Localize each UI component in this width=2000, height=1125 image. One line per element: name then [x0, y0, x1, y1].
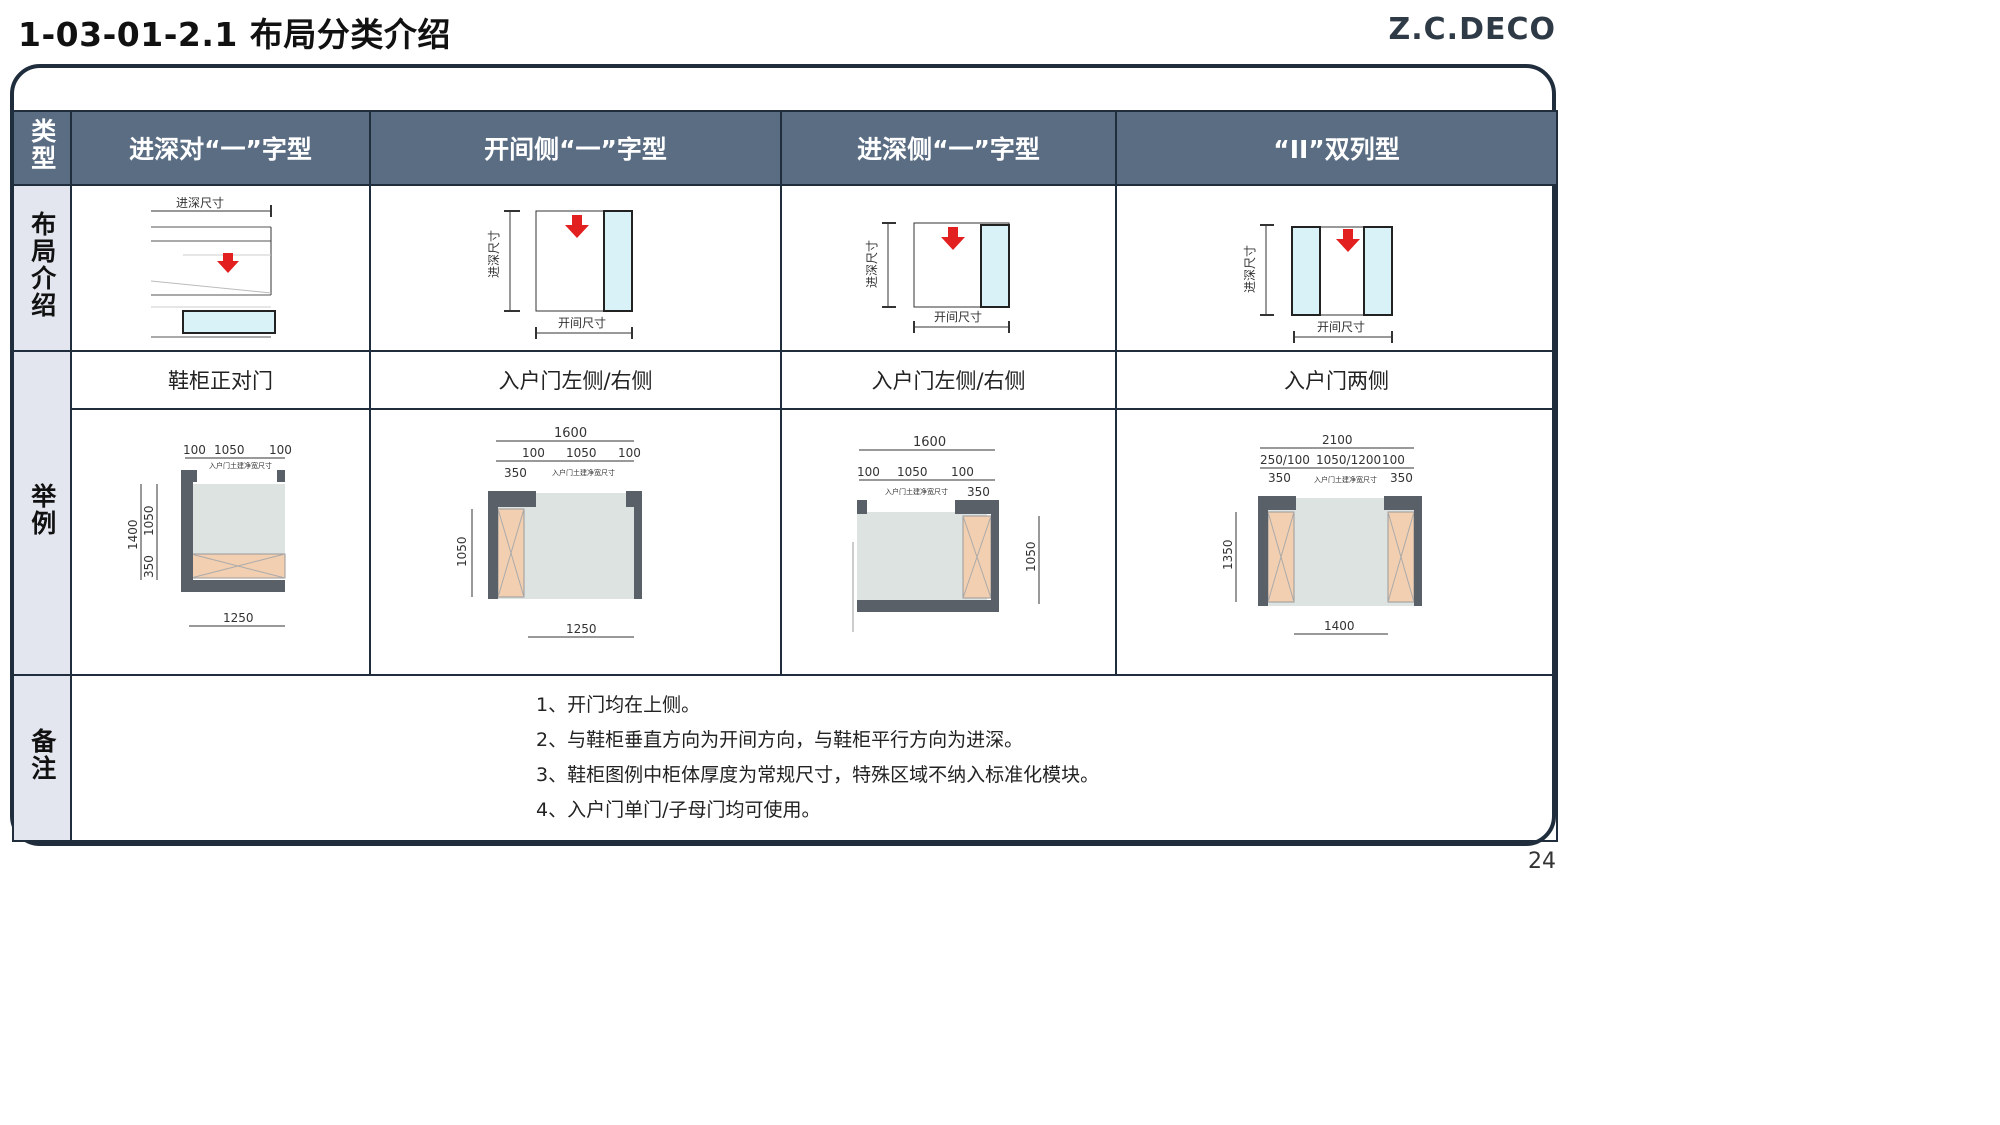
dim-text: 1050 — [456, 536, 469, 567]
dim-text: 100 — [951, 465, 974, 479]
width-dim-label: 开间尺寸 — [558, 316, 606, 330]
cabinet-block-left — [1290, 226, 1321, 316]
cabinet-block — [602, 210, 633, 312]
depth-dim-label: 进深尺寸 — [487, 230, 501, 278]
note-item: 4、入户门单门/子母门均可使用。 — [536, 799, 821, 821]
notes-row: 备注 1、开门均在上侧。 2、与鞋柜垂直方向为开间方向，与鞋柜平行方向为进深。 … — [12, 674, 1558, 842]
cabinet-block — [181, 310, 276, 334]
col-header-3: 进深侧“一”字型 — [780, 110, 1117, 186]
dim-text: 1050 — [214, 443, 245, 457]
row-label-notes: 备注 — [12, 674, 72, 842]
dim-text: 1400 — [126, 519, 140, 550]
dim-text: 1050 — [897, 465, 928, 479]
caption-2: 入户门左侧/右侧 — [369, 350, 782, 410]
dim-text: 1050 — [142, 505, 156, 536]
dim-text: 2100 — [1322, 433, 1353, 447]
dim-text: 250/100 — [1260, 453, 1310, 467]
dim-text: 350 — [967, 485, 990, 499]
header-row: 类型 进深对“一”字型 开间侧“一”字型 进深侧“一”字型 “II”双列型 — [12, 110, 1558, 186]
door-arrow-icon — [940, 227, 965, 250]
row-label-layout: 布局介绍 — [12, 184, 72, 352]
layout-diagram-3: 进深尺寸 开间尺寸 — [780, 184, 1117, 352]
dim-text: 入户门土建净宽尺寸 — [885, 487, 948, 496]
dim-text: 100 — [183, 443, 206, 457]
dim-text: 1050 — [566, 446, 597, 460]
cabinet-block — [979, 224, 1010, 308]
example-plan-2: 1600 100 1050 100 350 入户门土建净宽尺寸 1050 125… — [369, 408, 782, 676]
col-header-4: “II”双列型 — [1115, 110, 1558, 186]
dim-text: 1050/1200 — [1316, 453, 1381, 467]
example-plan-3: 1600 100 1050 100 入户门土建净宽尺寸 350 1050 — [780, 408, 1117, 676]
dim-text: 350 — [1268, 471, 1291, 485]
door-arrow-icon — [1335, 229, 1360, 252]
cabinet-block-right — [1362, 226, 1393, 316]
width-dim-label: 开间尺寸 — [1317, 320, 1365, 334]
row-label-type: 类型 — [12, 110, 72, 186]
dim-text: 350 — [1390, 471, 1413, 485]
caption-3: 入户门左侧/右侧 — [780, 350, 1117, 410]
page-title: 1-03-01-2.1 布局分类介绍 — [18, 15, 451, 54]
width-dim-label: 开间尺寸 — [934, 310, 982, 324]
door-arrow-icon — [564, 215, 589, 238]
depth-dim-label: 进深尺寸 — [865, 240, 879, 288]
brand-logo: Z.C.DECO — [1388, 12, 1556, 47]
col-header-1: 进深对“一”字型 — [70, 110, 371, 186]
dim-text: 100 — [522, 446, 545, 460]
dim-text: 100 — [618, 446, 641, 460]
dim-text: 1250 — [566, 622, 597, 636]
layout-diagram-2: 进深尺寸 开间尺寸 — [369, 184, 782, 352]
dim-text: 100 — [857, 465, 880, 479]
example-plan-4: 2100 250/100 1050/1200 100 350 入户门土建净宽尺寸… — [1115, 408, 1558, 676]
dim-text: 1350 — [1222, 539, 1235, 570]
dim-text: 1600 — [554, 427, 587, 441]
col-header-2: 开间侧“一”字型 — [369, 110, 782, 186]
depth-dim-label: 进深尺寸 — [176, 196, 224, 210]
dim-text: 1050 — [1024, 541, 1038, 572]
dim-text: 1600 — [913, 435, 946, 450]
layout-diagram-1: 进深尺寸 — [70, 184, 371, 352]
dim-text: 1400 — [1324, 619, 1355, 633]
row-label-example-top: 举例 — [12, 350, 72, 676]
note-item: 3、鞋柜图例中柜体厚度为常规尺寸，特殊区域不纳入标准化模块。 — [536, 764, 1100, 786]
caption-4: 入户门两侧 — [1115, 350, 1558, 410]
dim-text: 350 — [142, 555, 156, 578]
layout-row: 布局介绍 进深尺寸 进深尺 — [12, 184, 1558, 352]
note-item: 1、开门均在上侧。 — [536, 694, 701, 716]
dim-text: 350 — [504, 466, 527, 480]
example-row: 100 1050 100 入户门土建净宽尺寸 1400 1050 350 125… — [13, 408, 1558, 676]
dim-text: 入户门土建净宽尺寸 — [1314, 475, 1377, 484]
dim-text: 100 — [269, 443, 292, 457]
layout-table: 类型 进深对“一”字型 开间侧“一”字型 进深侧“一”字型 “II”双列型 布局… — [12, 110, 1558, 842]
dim-text: 100 — [1382, 453, 1405, 467]
note-item: 2、与鞋柜垂直方向为开间方向，与鞋柜平行方向为进深。 — [536, 729, 1024, 751]
dim-text: 入户门土建净宽尺寸 — [552, 468, 615, 477]
notes-cell: 1、开门均在上侧。 2、与鞋柜垂直方向为开间方向，与鞋柜平行方向为进深。 3、鞋… — [70, 674, 1558, 842]
caption-1: 鞋柜正对门 — [70, 350, 371, 410]
dim-text: 1250 — [223, 611, 254, 625]
door-arrow-icon — [216, 253, 239, 273]
caption-row: 举例 鞋柜正对门 入户门左侧/右侧 入户门左侧/右侧 入户门两侧 — [12, 350, 1558, 676]
depth-dim-label: 进深尺寸 — [1243, 245, 1257, 293]
page-number: 24 — [1528, 849, 1556, 874]
example-plan-1: 100 1050 100 入户门土建净宽尺寸 1400 1050 350 125… — [70, 408, 371, 676]
dim-text: 入户门土建净宽尺寸 — [209, 461, 272, 470]
layout-diagram-4: 进深尺寸 开间尺寸 — [1115, 184, 1558, 352]
